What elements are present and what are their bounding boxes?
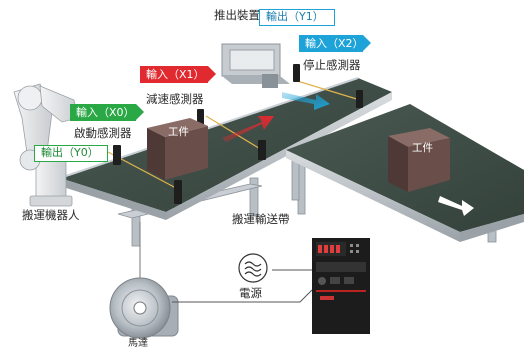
motor-icon [109,222,179,339]
ejector-device [221,43,290,88]
stop-sensor-label: 停止感測器 [303,58,361,72]
workpiece-label: 工件 [168,126,189,138]
inverter-icon [312,238,370,334]
wiring [172,269,313,303]
robot-label: 搬運機器人 [22,208,80,222]
decel-sensor-label: 減速感測器 [146,92,204,106]
input-x0-tag: 輸入（X0） [70,104,144,121]
output-y0-tag: 輸出（Y0） [34,145,108,162]
input-x1-label: 輸入（X1） [146,68,205,81]
output-y0-label: 輸出（Y0） [41,146,99,159]
ejector-label: 推出裝置 [214,8,260,22]
robot-arm-icon [13,83,79,207]
input-x2-tag: 輸入（X2） [299,35,371,52]
workpiece-box [388,128,450,192]
power-wave-icon [238,253,268,283]
motor-label: 馬達 [128,338,148,349]
flow-arrow-icon [222,92,474,216]
output-y1-tag: 輸出（Y1） [259,9,335,26]
output-y1-label: 輸出（Y1） [266,10,324,23]
input-x1-tag: 輸入（X1） [140,66,216,83]
input-x0-label: 輸入（X0） [76,106,135,119]
main-conveyor-belt [59,77,392,220]
conveyor-label: 搬運輸送帶 [232,212,290,226]
start-sensor-label: 啟動感測器 [74,126,132,140]
workpiece-box [147,118,208,180]
sensor-icon [113,64,363,204]
input-x2-label: 輸入（X2） [305,37,364,50]
power-label: 電源 [239,286,262,300]
workpiece-label: 工件 [412,142,433,154]
